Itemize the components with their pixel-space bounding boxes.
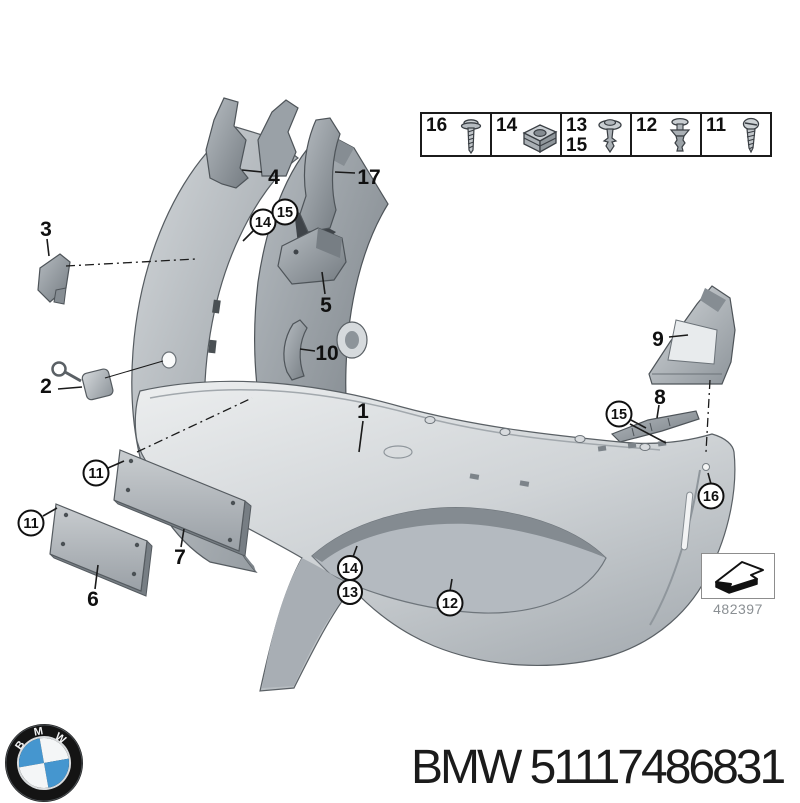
svg-text:13: 13 [342, 585, 358, 601]
tapping-screw-icon [742, 117, 760, 154]
cage-nut-icon [522, 124, 558, 154]
svg-text:12: 12 [442, 596, 458, 612]
callout-3: 3 [40, 218, 52, 241]
tow-hook-hole [161, 351, 177, 369]
carrier-tower-right [257, 99, 299, 177]
callout-7: 7 [174, 546, 186, 569]
expansion-rivet-icon [669, 117, 691, 152]
view-reference-code: 482397 [713, 601, 763, 617]
callout-5: 5 [320, 294, 332, 317]
centerline-leaders [65, 258, 711, 453]
callout-4: 4 [268, 166, 280, 189]
callout-15-b: 15 [271, 198, 299, 226]
tow-hook-part [51, 361, 114, 401]
view-reference-box [701, 553, 775, 599]
svg-text:16: 16 [703, 489, 719, 505]
callout-10: 10 [315, 342, 338, 365]
legend-cell-14: 14 [490, 112, 562, 157]
callout-2: 2 [40, 375, 52, 398]
plate-base-6-part [49, 503, 153, 597]
callout-16: 16 [697, 482, 725, 510]
svg-text:15: 15 [277, 205, 293, 221]
callout-8: 8 [654, 386, 666, 409]
svg-text:11: 11 [23, 516, 38, 532]
legend-number: 12 [636, 115, 658, 136]
svg-text:14: 14 [342, 561, 358, 577]
callout-15-a: 15 [605, 400, 633, 428]
callout-14-b: 14 [249, 208, 277, 236]
legend-cell-12: 12 [630, 112, 702, 157]
legend-number: 16 [426, 115, 448, 136]
legend-number: 14 [496, 115, 518, 136]
washer-cover-outline [383, 445, 413, 459]
callout-12: 12 [436, 589, 464, 617]
callout-1: 1 [357, 400, 369, 423]
callout-11-a: 11 [82, 459, 110, 487]
callout-13: 13 [337, 579, 363, 605]
bmw-logo: B M W [5, 724, 83, 802]
side-bracket-17-part [299, 117, 341, 233]
callout-9: 9 [652, 328, 664, 351]
plate-base-7-part [113, 449, 252, 557]
washer-rivet-icon [598, 119, 622, 154]
direction-arrow-icon [715, 561, 764, 594]
callout-17: 17 [357, 166, 380, 189]
legend-cell-16: 16 [420, 112, 492, 157]
bracket-10-part [283, 319, 308, 381]
fastener-legend: 16 14 13 15 [420, 112, 772, 157]
svg-text:11: 11 [88, 466, 103, 482]
logo-letter-m: M [33, 725, 44, 738]
legend-number: 15 [566, 135, 588, 156]
part-number-title: BMW 51117486831 [411, 741, 786, 794]
carrier-tower-left [205, 97, 249, 189]
front-bumper-trim-part [134, 380, 736, 692]
svg-text:15: 15 [611, 407, 627, 423]
tow-hook-cover-part [37, 253, 71, 305]
sensor-hole [702, 463, 710, 471]
svg-text:14: 14 [255, 215, 271, 231]
legend-number: 13 [566, 115, 588, 136]
bracket-5-part [277, 227, 347, 285]
callout-6: 6 [87, 588, 99, 611]
legend-cell-11: 11 [700, 112, 772, 157]
side-marker-slot [680, 491, 694, 551]
legend-cell-13-15: 13 15 [560, 112, 632, 157]
corner-bracket-9-part [648, 285, 736, 385]
callout-14-a: 14 [337, 555, 363, 581]
legend-number: 11 [706, 115, 727, 136]
flange-screw-icon [460, 119, 482, 155]
callout-11-b: 11 [17, 509, 45, 537]
